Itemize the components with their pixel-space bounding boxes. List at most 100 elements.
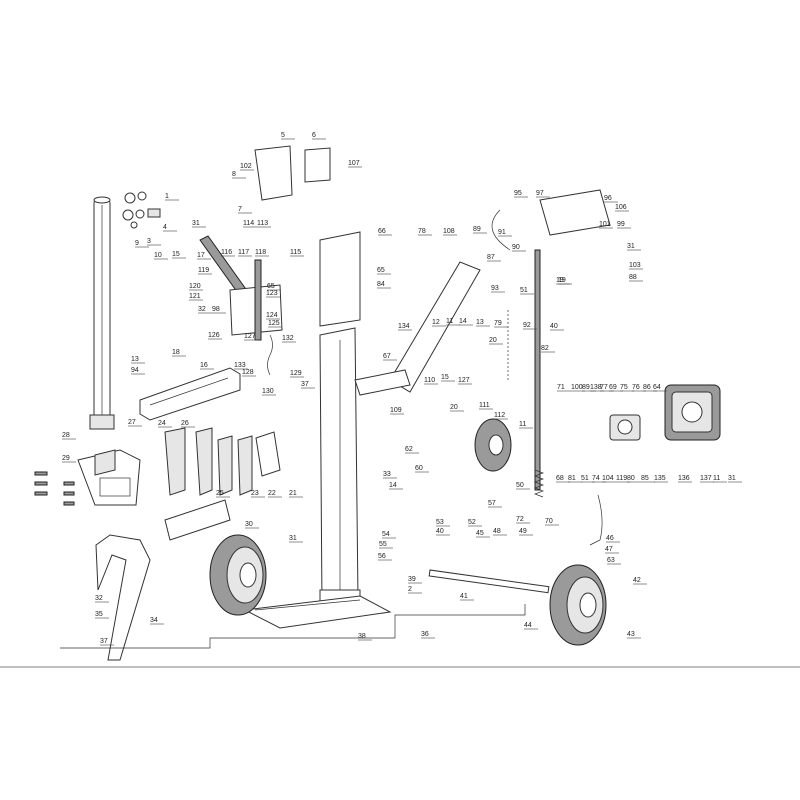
callout-label: 79 [494,320,502,327]
callout-label: 76 [632,384,640,391]
callout-label: 41 [460,593,468,600]
callout-label: 115 [290,249,301,256]
callout-label: 49 [519,528,527,535]
callout-label: 7 [238,206,242,213]
callout-label: 45 [476,530,484,537]
callout-label: 72 [516,516,524,523]
callout-label: 40 [436,528,444,535]
callout-label: 5 [281,132,285,139]
callout-label: 99 [617,221,625,228]
callout-label: 31 [192,220,200,227]
callout-label: 33 [383,471,391,478]
callout-label: 126 [208,332,220,339]
callout-label: 29 [62,455,70,462]
callout-label: 124 [266,312,278,319]
callout-label: 81 [568,475,576,482]
rear-wheel [474,418,512,472]
callout-label: 137 [700,475,712,482]
callout-label: 109 [390,407,402,414]
callout-label: 22 [268,490,276,497]
callout-label: 107 [348,160,360,167]
callout-label: 31 [627,243,635,250]
callout-label: 84 [377,281,385,288]
callout-label: 53 [436,519,444,526]
callout-label: 51 [520,287,528,294]
hose [589,494,603,546]
callout-label: 112 [494,412,505,419]
hydraulic-cylinder [89,196,115,430]
callout-label: 91 [498,229,506,236]
callout-label: 102 [240,163,252,170]
callout-label: 120 [189,283,201,290]
callout-label: 3 [147,238,151,245]
callout-label: 30 [245,521,253,528]
callout-label: 32 [95,595,103,602]
callout-label: 63 [607,557,615,564]
callout-label: 129 [290,370,302,377]
callout-label: 31 [728,475,736,482]
callout-label: 130 [262,388,274,395]
callout-label: 2 [408,586,412,593]
engine [664,384,721,441]
callout-label: 117 [238,249,249,256]
callout-label: 64 [653,384,661,391]
callout-label: 119 [616,475,627,482]
callout-label: 104 [602,475,614,482]
callout-label: 88 [629,274,637,281]
callout-label: 93 [491,285,499,292]
callout-label: 121 [189,293,201,300]
callout-label: 46 [606,535,614,542]
callout-label: 68 [556,475,564,482]
callout-label: 48 [493,528,501,535]
callout-label: 19 [556,277,564,284]
callout-label: 27 [128,419,136,426]
callout-label: 60 [415,465,423,472]
callout-label: 15 [441,374,449,381]
control-valve [491,189,611,491]
spring [534,469,544,498]
callout-label: 67 [383,353,391,360]
callout-label: 13 [476,319,484,326]
callout-label: 92 [523,322,531,329]
lever-assembly [199,145,331,376]
callout-label: 111 [479,402,490,409]
callout-label: 71 [557,384,565,391]
foot-plate [77,449,141,506]
callout-label: 20 [450,404,458,411]
callout-label: 94 [131,367,139,374]
callout-label: 1 [165,193,169,200]
callout-label: 86 [643,384,651,391]
callout-label: 136 [678,475,690,482]
cylinder-fittings [122,191,161,229]
axle [428,569,550,594]
callout-label: 25 [216,490,224,497]
callout-label: 31 [289,535,297,542]
callout-label: 17 [197,252,205,259]
callout-label: 100 [571,384,583,391]
tow-frame [95,499,231,661]
callout-label: 11 [519,421,526,428]
callout-label: 106 [615,204,627,211]
callout-label: 54 [382,531,390,538]
callout-label: 108 [443,228,455,235]
callout-label: 35 [95,611,103,618]
callout-label: 50 [516,482,524,489]
callout-label: 38 [358,633,366,640]
callout-label: 66 [378,228,386,235]
callout-label: 32 [198,306,206,313]
callout-label: 65 [267,283,275,290]
callout-label: 47 [605,546,613,553]
callout-label: 89 [582,384,590,391]
callout-label: 23 [251,490,259,497]
callout-label: 75 [620,384,628,391]
callout-label: 132 [282,335,294,342]
callout-label: 123 [266,290,278,297]
callout-label: 127 [458,377,470,384]
callout-label: 69 [609,384,617,391]
callout-label: 110 [424,377,435,384]
hydraulic-pump [609,414,641,441]
callout-label: 8 [232,171,236,178]
callout-label: 62 [405,446,413,453]
callout-label: 113 [257,220,268,227]
